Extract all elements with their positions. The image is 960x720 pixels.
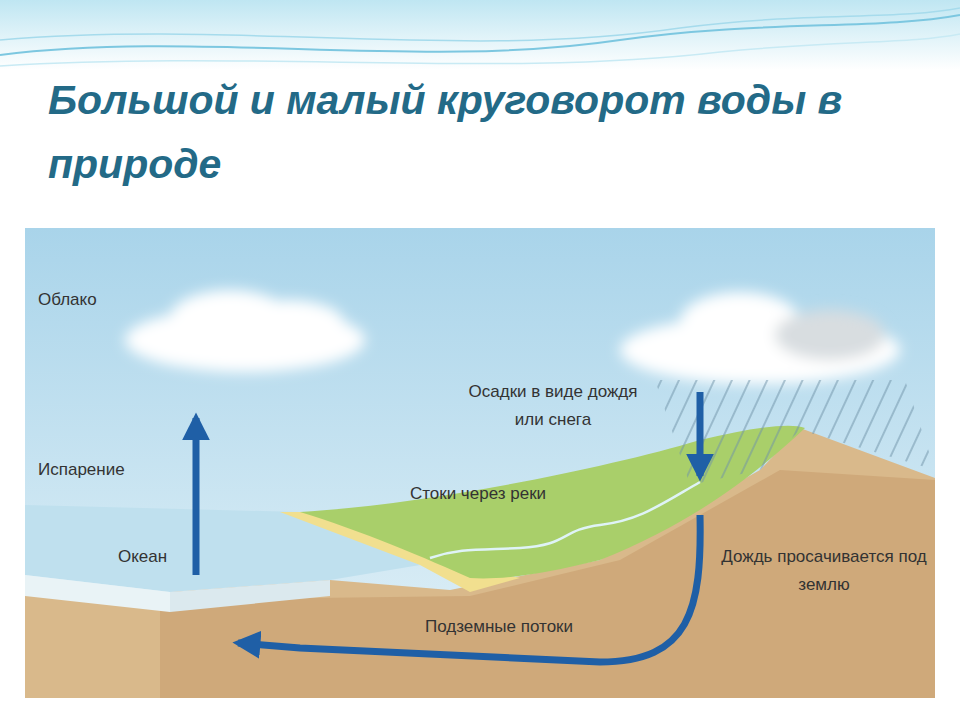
diagram-label: Подземные потоки: [425, 613, 635, 641]
evaporation-arrow: [193, 418, 200, 575]
diagram-label: Осадки в виде дождя или снега: [458, 378, 648, 434]
header-band: [0, 0, 960, 70]
precipitation-arrow: [697, 392, 704, 476]
groundwater-arrow: [238, 515, 700, 662]
diagram-label: Дождь просачивается под землю: [712, 543, 936, 599]
sky: [25, 228, 935, 698]
diagram-label: Океан: [118, 543, 208, 571]
rain-cloud: [620, 292, 900, 384]
cloud: [125, 290, 365, 372]
slide-title: Большой и малый круговорот воды в природ…: [48, 68, 920, 196]
diagram-label: Стоки через реки: [408, 480, 548, 508]
header-wave: [0, 34, 960, 66]
diagram-label: Испарение: [38, 456, 178, 484]
header-wave: [0, 15, 960, 55]
ocean-front: [170, 580, 330, 612]
header-wave: [0, 8, 960, 41]
rain-lines: [655, 380, 935, 485]
ocean-front: [25, 575, 170, 612]
diagram-label: Облако: [38, 286, 158, 314]
